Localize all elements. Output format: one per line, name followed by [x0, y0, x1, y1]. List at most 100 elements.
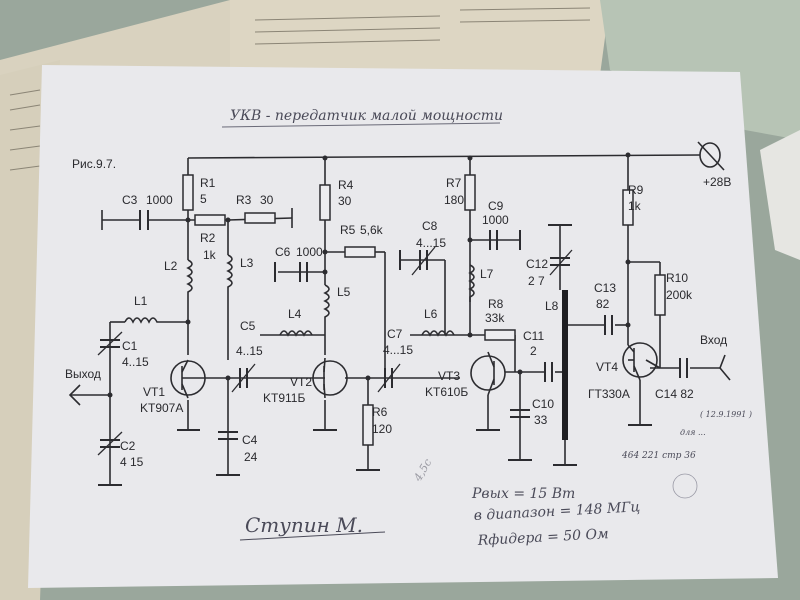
c5-value: 4..15 — [236, 344, 263, 358]
supply-terminal-icon — [697, 141, 725, 171]
schematic-title: УКВ - передатчик малой мощности — [230, 108, 503, 124]
output-power-note: Рвых = 15 Вт — [471, 486, 575, 502]
resistor-r8 — [484, 329, 516, 341]
title-underline — [221, 122, 501, 128]
paper-corner-right — [760, 130, 800, 260]
transistor-vt2 — [312, 360, 348, 396]
book-page-top — [230, 0, 610, 75]
transistor-vt3 — [470, 355, 506, 391]
inductor-l8-stripline — [562, 290, 568, 440]
resistor-r2 — [194, 214, 226, 226]
inductor-l5 — [323, 284, 330, 320]
c12-name: C12 — [526, 257, 548, 271]
r9-name: R9 — [628, 183, 644, 197]
c3-value: 1000 — [146, 193, 173, 207]
output-arrow-icon — [68, 384, 81, 406]
l3-label: L3 — [240, 256, 254, 270]
ground-symbols — [98, 224, 652, 486]
signature: Ступин М. — [245, 513, 363, 537]
c11-value: 2 — [530, 344, 537, 358]
r6-value: 120 — [372, 422, 392, 436]
r10-value: 200k — [666, 288, 693, 302]
inductors — [124, 254, 475, 337]
r2-name: R2 — [200, 231, 216, 245]
c3-name: C3 — [122, 193, 138, 207]
vt2-name: VT2 — [290, 375, 312, 389]
reference-date-note: ( 12.9.1991 ) — [700, 410, 752, 419]
resistor-r6 — [362, 404, 374, 446]
c9-value: 1000 — [482, 213, 509, 227]
output-label: Выход — [65, 367, 101, 381]
trimmer-arrows — [97, 246, 573, 456]
vt3-name: VT3 — [438, 369, 460, 383]
inductor-l6 — [421, 330, 455, 337]
inductor-l2 — [186, 259, 193, 295]
wiring — [70, 154, 720, 485]
resistor-r9 — [622, 189, 634, 226]
pencil-circle-mark — [672, 473, 698, 499]
transistors — [170, 342, 661, 399]
r4-name: R4 — [338, 178, 354, 192]
r7-name: R7 — [446, 176, 462, 190]
resistor-r1 — [182, 174, 194, 211]
l1-label: L1 — [134, 294, 148, 308]
resistor-r5 — [344, 246, 376, 258]
c4-value: 24 — [244, 450, 258, 464]
r1-name: R1 — [200, 176, 216, 190]
r2-value: 1k — [203, 248, 217, 262]
l5-label: L5 — [337, 285, 351, 299]
resistor-r3 — [244, 212, 276, 224]
resistor-r4 — [319, 184, 331, 221]
l4-label: L4 — [288, 307, 302, 321]
c7-name: C7 — [387, 327, 403, 341]
vt4-name: VT4 — [596, 360, 618, 374]
inductor-l3 — [226, 254, 233, 295]
vt3-type: KT610Б — [425, 385, 468, 399]
paper-sheet — [28, 65, 778, 588]
vt4-type: ГТ330А — [588, 387, 630, 401]
resistors — [182, 174, 666, 446]
book-text-lines — [9, 7, 591, 171]
r9-value: 1k — [628, 199, 642, 213]
r3-name: R3 — [236, 193, 252, 207]
r5-value: 5,6k — [360, 223, 384, 237]
c8-value: 4...15 — [416, 236, 446, 250]
resistor-r7 — [464, 174, 476, 211]
capacitors — [100, 210, 688, 448]
r10-name: R10 — [666, 271, 688, 285]
table-surface — [600, 0, 800, 140]
input-arrow-icon — [719, 354, 731, 381]
inductor-l7 — [468, 264, 475, 302]
c1-value: 4..15 — [122, 355, 149, 369]
r1-value: 5 — [200, 192, 207, 206]
signature-underline — [239, 531, 386, 541]
r4-value: 30 — [338, 194, 352, 208]
l7-label: L7 — [480, 267, 494, 281]
feeder-impedance-note: Rфидера = 50 Ом — [476, 526, 609, 549]
vt1-type: KT907A — [140, 401, 183, 415]
r7-value: 180 — [444, 193, 464, 207]
c10-value: 33 — [534, 413, 548, 427]
inductor-l1 — [124, 317, 160, 324]
c9-name: C9 — [488, 199, 504, 213]
r6-name: R6 — [372, 405, 388, 419]
c4-name: C4 — [242, 433, 258, 447]
reference-number-note: 464 221 стр 36 — [621, 451, 696, 461]
supply-label: +28В — [703, 175, 731, 189]
c13-name: C13 — [594, 281, 616, 295]
c6-name: C6 — [275, 245, 291, 259]
vt1-name: VT1 — [143, 385, 165, 399]
r8-name: R8 — [488, 297, 504, 311]
c2-name: C2 — [120, 439, 136, 453]
figure-label: Рис.9.7. — [72, 157, 116, 171]
l2-label: L2 — [164, 259, 178, 273]
vt2-type: KT911Б — [263, 391, 305, 405]
c6-value: 1000 — [296, 245, 323, 259]
c11-name: C11 — [523, 329, 544, 343]
c2-value: 4 15 — [120, 455, 144, 469]
c7-value: 4...15 — [383, 343, 413, 357]
r3-value: 30 — [260, 193, 274, 207]
c13-value: 82 — [596, 297, 610, 311]
reference-text-note: для ... — [680, 428, 706, 437]
